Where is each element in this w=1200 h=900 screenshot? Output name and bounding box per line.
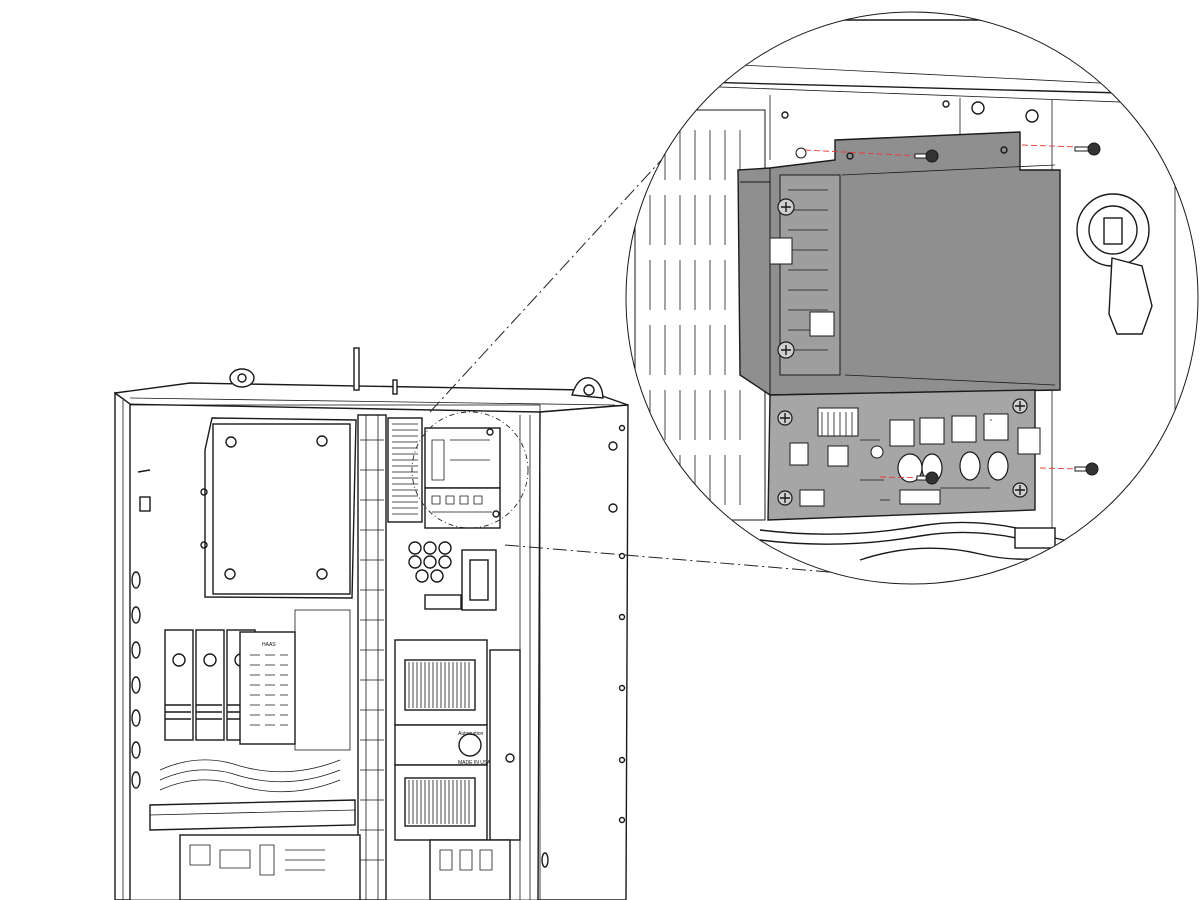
logo-text: HAAS	[262, 642, 276, 648]
screw-icon	[777, 198, 795, 216]
lifting-eye-left	[229, 368, 255, 388]
screw-icon	[1012, 398, 1028, 414]
fan-grille-icon	[387, 417, 423, 523]
screw-icon	[777, 341, 795, 359]
cabinet-left-wall	[114, 391, 131, 900]
relay-icon	[424, 549, 497, 611]
screw-icon	[1074, 142, 1101, 156]
lower-boards	[179, 834, 511, 900]
fan-grille-icon	[404, 659, 476, 711]
right-wall-holes	[541, 424, 626, 868]
cabinet-back-panel	[129, 404, 541, 900]
left-wall-grommets	[131, 571, 141, 789]
vertical-cable-duct	[357, 414, 387, 900]
screw-icon	[777, 490, 793, 506]
drive-caption-made-in: MADE IN USA	[458, 760, 491, 766]
leader-line-upper	[429, 117, 701, 413]
perforated-drive-plate: HAAS	[239, 631, 296, 745]
screw-icon	[914, 149, 939, 163]
horizontal-cable-duct	[149, 759, 356, 831]
screw-icon	[916, 471, 939, 485]
drive-caption-automation: Automation	[458, 731, 484, 737]
leader-line-lower	[504, 544, 866, 576]
screw-icon	[777, 410, 793, 426]
right-cable-duct	[519, 415, 531, 900]
cabinet-top-lid	[114, 382, 629, 413]
lifting-eye-right	[571, 377, 604, 399]
pcb-board	[767, 389, 1041, 521]
control-cabinet: HAAS Automation MADE IN USA	[114, 347, 629, 900]
cabinet-right-wall	[537, 404, 629, 900]
fan-grille-icon	[404, 777, 476, 827]
keyhole-icon	[1076, 193, 1153, 335]
screw-icon	[1012, 482, 1028, 498]
upper-mounting-plate	[137, 417, 357, 599]
capacitor-bank	[408, 541, 452, 583]
screw-icon	[1074, 462, 1099, 476]
target-board-small	[424, 427, 501, 529]
relay-icon	[889, 413, 1009, 447]
callout-source-circle	[411, 411, 529, 529]
top-antenna-post	[353, 347, 360, 391]
callout-leader-lines	[411, 117, 866, 576]
lower-mounting-panel	[294, 609, 351, 751]
magnifier-circle	[625, 11, 1199, 585]
gray-mounting-bracket	[737, 131, 1061, 396]
main-drive-unit: Automation MADE IN USA	[394, 639, 521, 841]
zoom-top-frame	[626, 19, 1198, 96]
magnified-detail-view	[626, 12, 1198, 584]
